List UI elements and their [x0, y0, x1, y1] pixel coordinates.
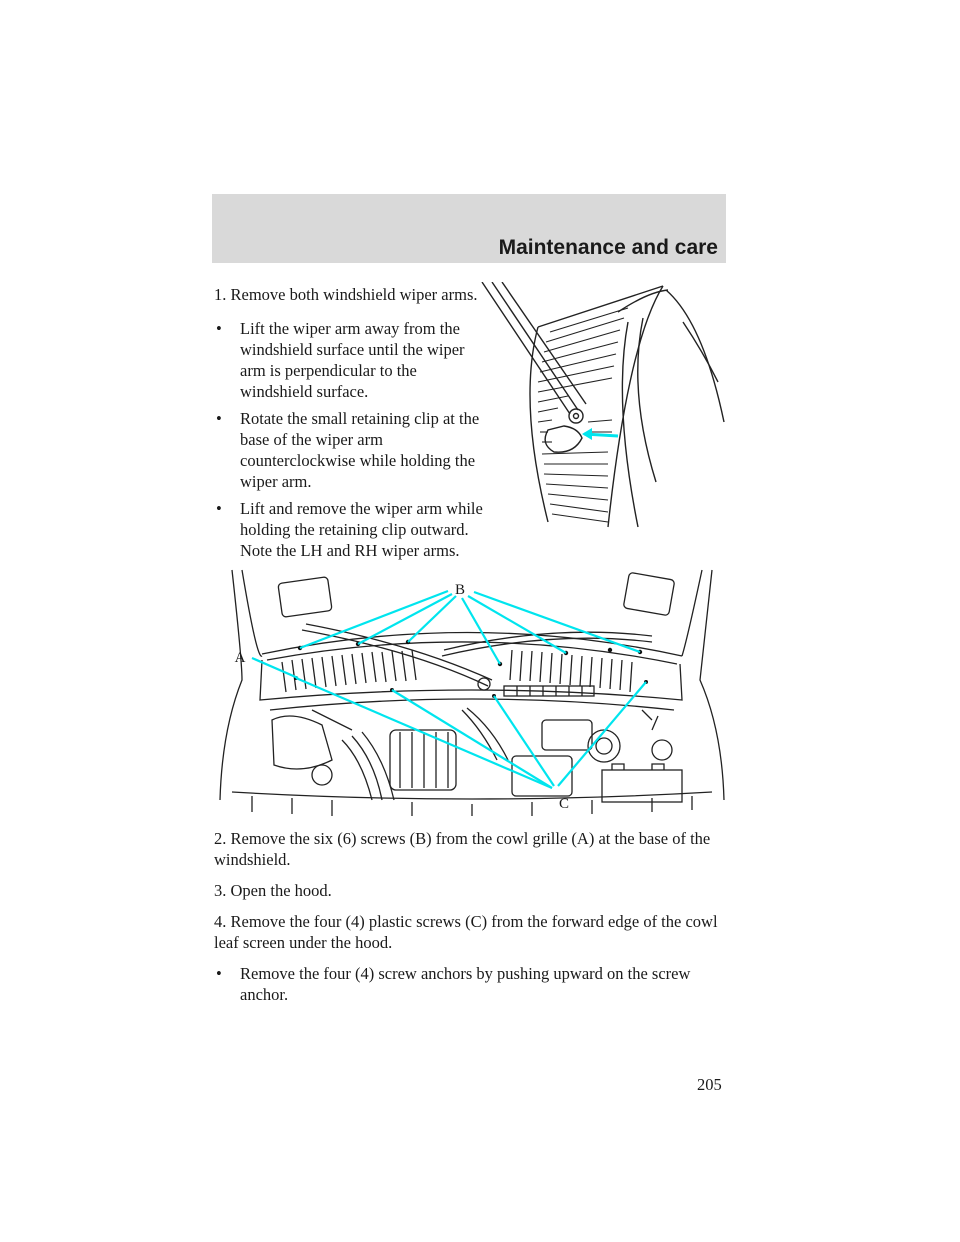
engine-bay-illustration: B A C	[219, 569, 725, 816]
step-4-text: 4. Remove the four (4) plastic screws (C…	[214, 912, 718, 952]
label-c: C	[559, 796, 569, 812]
bullet-glyph: •	[216, 499, 222, 518]
step-1-bullet-list: • Lift the wiper arm away from the windsh…	[214, 318, 484, 567]
sub-bullet-text: Remove the four (4) screw anchors by pus…	[240, 964, 691, 1004]
section-title: Maintenance and care	[498, 236, 718, 259]
bullet-item: • Lift and remove the wiper arm while hol…	[214, 498, 484, 561]
bullet-item: • Lift the wiper arm away from the windsh…	[214, 318, 484, 402]
bullet-text: Rotate the small retaining clip at the b…	[240, 409, 480, 491]
page-number: 205	[697, 1075, 722, 1094]
sub-bullet-item: • Remove the four (4) screw anchors by pu…	[214, 963, 726, 1005]
callout-lines	[251, 589, 647, 790]
bullet-glyph: •	[216, 319, 222, 338]
step-3-text: 3. Open the hood.	[214, 881, 332, 900]
wiper-arm-illustration	[481, 282, 725, 528]
label-b: B	[455, 582, 465, 598]
bullet-glyph: •	[216, 964, 222, 983]
step-2-text: 2. Remove the six (6) screws (B) from th…	[214, 829, 711, 869]
bullet-glyph: •	[216, 409, 222, 428]
header-band: Maintenance and care	[212, 194, 726, 263]
step-1-text: 1. Remove both windshield wiper arms.	[214, 285, 478, 304]
arrow-head-icon	[582, 428, 592, 440]
label-a: A	[235, 650, 246, 666]
bullet-item: • Rotate the small retaining clip at the …	[214, 408, 484, 492]
lower-steps: 2. Remove the six (6) screws (B) from th…	[214, 828, 726, 1015]
bullet-text: Lift the wiper arm away from the windshi…	[240, 319, 465, 401]
bullet-text: Lift and remove the wiper arm while hold…	[240, 499, 483, 560]
